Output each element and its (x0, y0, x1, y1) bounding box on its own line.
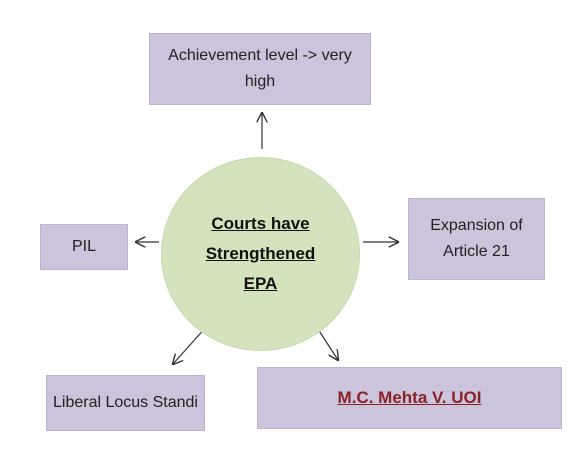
node-achievement-level-label: Achievement level -> very high (168, 47, 352, 90)
node-expansion-label: Expansion of Article 21 (430, 217, 523, 260)
node-pil: PIL (40, 224, 128, 270)
node-mc-mehta: M.C. Mehta V. UOI (257, 367, 562, 429)
node-liberal-locus-standi: Liberal Locus Standi (46, 375, 205, 431)
center-label: Courts have Strengthened EPA (205, 214, 316, 293)
node-liberal-locus-label: Liberal Locus Standi (53, 394, 198, 411)
center-circle: Courts have Strengthened EPA (161, 157, 360, 351)
node-achievement-level: Achievement level -> very high (149, 33, 371, 105)
node-mc-mehta-label: M.C. Mehta V. UOI (337, 388, 482, 407)
node-pil-label: PIL (71, 238, 96, 255)
node-expansion-article-21: Expansion of Article 21 (408, 198, 545, 280)
